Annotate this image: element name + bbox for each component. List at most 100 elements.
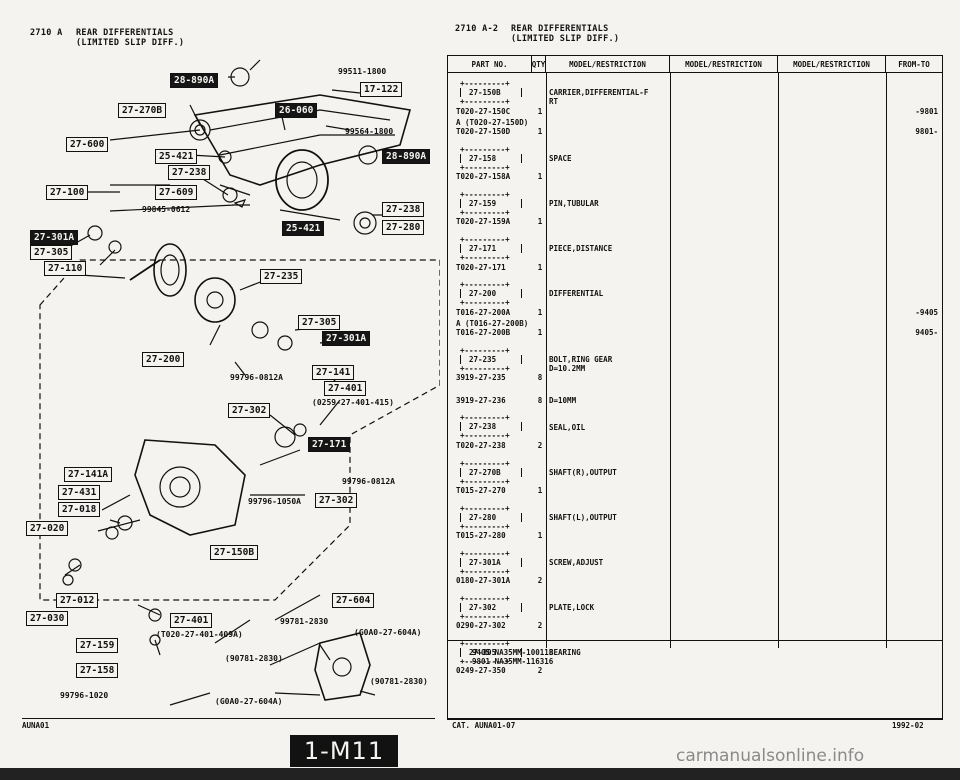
box-border: +---------+ (460, 431, 510, 441)
label-G0A0-27-604A-top: (G0A0-27-604A) (354, 628, 422, 637)
label-27-305-left: 27-305 (30, 245, 73, 260)
part-number: T020-27-159A (456, 217, 511, 227)
header-left-code: 2710 A (30, 28, 63, 38)
ref-number: 27-159 (460, 198, 522, 208)
label-27-238-right: 27-238 (382, 202, 425, 217)
part-number: T020-27-158A (456, 172, 511, 182)
from-to: 9801- (915, 127, 938, 137)
label-27-150B: 27-150B (210, 545, 259, 560)
part-number: T020-27-150D (456, 127, 511, 137)
label-27-030: 27-030 (26, 611, 69, 626)
ref-number-box: +---------+27-158+---------+ (460, 145, 522, 172)
ref-number-box: +---------+27-270B+---------+ (460, 459, 522, 486)
header-model-restriction-1: MODEL/RESTRICTION (546, 56, 670, 72)
ref-number: 27-302 (460, 602, 522, 612)
label-27-401-right: 27-401 (324, 381, 367, 396)
label-27-609: 27-609 (155, 185, 198, 200)
box-border: +---------+ (460, 162, 510, 172)
label-27-141A: 27-141A (64, 467, 113, 482)
label-27-302-top: 27-302 (228, 403, 271, 418)
part-number: T016-27-200A (456, 307, 511, 317)
ref-number: 27-171 (460, 243, 522, 253)
box-border: +---------+ (460, 189, 510, 199)
description: SCREW,ADJUST (549, 557, 604, 567)
ref-number: 27-305 (460, 647, 522, 657)
ref-number-box: +---------+27-301A+---------+ (460, 549, 522, 576)
box-border: +---------+ (460, 79, 510, 88)
ref-number-box: +---------+27-280+---------+ (460, 504, 522, 531)
footnote-line-2: 9801 NA35MM-116316 (472, 657, 554, 666)
quantity: 1 (537, 531, 543, 541)
footer-left-code: AUNA01 (22, 721, 50, 730)
box-border: +---------+ (460, 566, 510, 576)
description: DIFFERENTIAL (549, 289, 604, 299)
part-number: 0180-27-301A (456, 576, 511, 586)
label-27-020: 27-020 (26, 521, 69, 536)
exploded-parts-diagram: 28-890A 99511-1800 17-122 27-270B 26-060… (20, 55, 440, 715)
label-27-235: 27-235 (260, 269, 303, 284)
ref-number: 27-235 (460, 354, 522, 364)
label-27-171: 27-171 (308, 437, 351, 452)
rear-cover (314, 632, 371, 701)
box-border: +---------+ (460, 521, 510, 531)
label-99781-2830: 99781-2830 (280, 617, 329, 626)
box-border: +---------+ (460, 363, 510, 373)
table-header: PART NO. QTY MODEL/RESTRICTION MODEL/RES… (448, 56, 942, 73)
label-T020-27-401-409A: (T020-27-401-409A) (156, 630, 243, 639)
part-number: 3919-27-235 (456, 373, 506, 383)
col-divider (778, 73, 779, 648)
carrier-mount-shape (193, 94, 412, 186)
box-border: +---------+ (460, 207, 510, 217)
description: CARRIER,DIFFERENTIAL-F (549, 88, 649, 98)
label-28-890A-top: 28-890A (170, 73, 219, 88)
col-divider (886, 73, 887, 648)
header-from-to: FROM-TO (898, 59, 930, 69)
quantity: 1 (537, 486, 543, 496)
label-27-141: 27-141 (312, 365, 355, 380)
label-27-012: 27-012 (56, 593, 99, 608)
label-25-421-top: 25-421 (155, 149, 198, 164)
header-right-title: REAR DIFFERENTIALS (511, 24, 609, 34)
quantity: 1 (537, 106, 543, 116)
label-99796-0812A-bottom: 99796-0812A (342, 477, 395, 486)
ref-number-box: +---------+27-305+---------+ (460, 639, 522, 666)
header-part-no: PART NO. (448, 56, 532, 72)
label-27-238-left: 27-238 (168, 165, 211, 180)
quantity: 1 (537, 127, 543, 137)
bottom-rule-left (22, 718, 435, 719)
part-number: T020-27-150C (456, 106, 511, 116)
description-cont: RT (549, 97, 559, 107)
quantity: 8 (537, 395, 543, 405)
ref-number-box: +---------+27-200+---------+ (460, 280, 522, 307)
header-right-subtitle: (LIMITED SLIP DIFF.) (511, 34, 620, 44)
description: BOLT,RING GEAR (549, 354, 613, 364)
description: PIECE,DISTANCE (549, 244, 613, 254)
dashed-enclosure (39, 259, 440, 601)
box-border: +---------+ (460, 252, 510, 262)
box-border: +---------+ (460, 476, 510, 486)
table-body: +---------+27-150B+---------+T020-27-150… (448, 73, 942, 675)
box-border: +---------+ (460, 298, 510, 308)
description: PLATE,LOCK (549, 602, 595, 612)
ref-number-box: +---------+27-235+---------+ (460, 346, 522, 373)
label-17-122: 17-122 (360, 82, 403, 97)
ref-number-box: +---------+27-159+---------+ (460, 190, 522, 217)
description: SEAL,OIL (549, 422, 586, 432)
label-28-890A-right: 28-890A (382, 149, 431, 164)
label-25-421-bottom: 25-421 (282, 221, 325, 236)
quantity: 2 (537, 621, 543, 631)
ref-number: 27-301A (460, 557, 522, 567)
label-27-301A-right: 27-301A (322, 331, 371, 346)
label-99564-1800: 99564-1800 (345, 127, 394, 136)
label-27-302-bottom: 27-302 (315, 493, 358, 508)
label-27-018: 27-018 (58, 502, 101, 517)
label-27-604: 27-604 (332, 593, 375, 608)
label-27-158: 27-158 (76, 663, 119, 678)
label-99511-1800: 99511-1800 (338, 67, 387, 76)
part-number: A (T016-27-200B) (456, 319, 529, 329)
box-border: +---------+ (460, 458, 510, 468)
label-0259-27-401-415: (0259-27-401-415) (312, 398, 394, 407)
box-border: +---------+ (460, 548, 510, 558)
